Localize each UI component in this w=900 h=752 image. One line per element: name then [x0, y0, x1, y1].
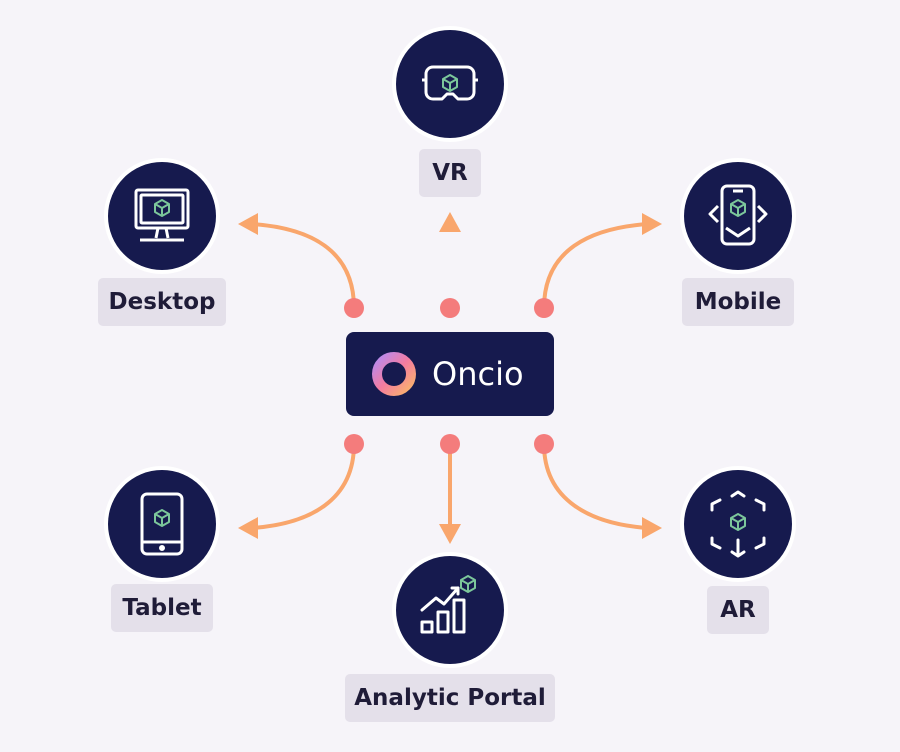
connector-desktop — [250, 222, 356, 310]
connector-tablet — [250, 442, 356, 530]
dot-tablet — [344, 434, 364, 454]
label-analytic-portal: Analytic Portal — [345, 674, 555, 722]
label-ar: AR — [707, 586, 769, 634]
node-vr — [396, 30, 504, 138]
mobile-phone-icon — [708, 184, 768, 246]
vr-headset-icon — [422, 65, 478, 101]
connector-mobile — [542, 222, 650, 310]
desktop-monitor-icon — [134, 188, 190, 242]
arrowhead-mobile — [642, 213, 662, 235]
analytics-chart-icon — [420, 575, 476, 634]
arrowhead-ar — [642, 517, 662, 539]
label-vr: VR — [419, 149, 481, 197]
dot-vr — [440, 298, 460, 318]
connector-ar — [542, 442, 650, 530]
node-tablet — [108, 470, 216, 578]
oncio-hub: Oncio — [346, 332, 554, 416]
label-tablet: Tablet — [111, 584, 213, 632]
dot-mobile — [534, 298, 554, 318]
oncio-ring-logo-icon — [372, 352, 416, 396]
dot-desktop — [344, 298, 364, 318]
node-mobile — [684, 162, 792, 270]
tablet-icon — [140, 492, 184, 556]
label-desktop: Desktop — [98, 278, 226, 326]
hub-name: Oncio — [432, 355, 524, 393]
arrowhead-tablet — [238, 517, 258, 539]
arrowhead-desktop — [238, 213, 258, 235]
dot-analytic-portal — [440, 434, 460, 454]
arrowhead-vr — [439, 212, 461, 232]
node-desktop — [108, 162, 216, 270]
arrowhead-analytic-portal — [439, 524, 461, 544]
ar-scan-icon — [710, 490, 766, 558]
node-analytic-portal — [396, 556, 504, 664]
dot-ar — [534, 434, 554, 454]
label-mobile: Mobile — [682, 278, 794, 326]
node-ar — [684, 470, 792, 578]
